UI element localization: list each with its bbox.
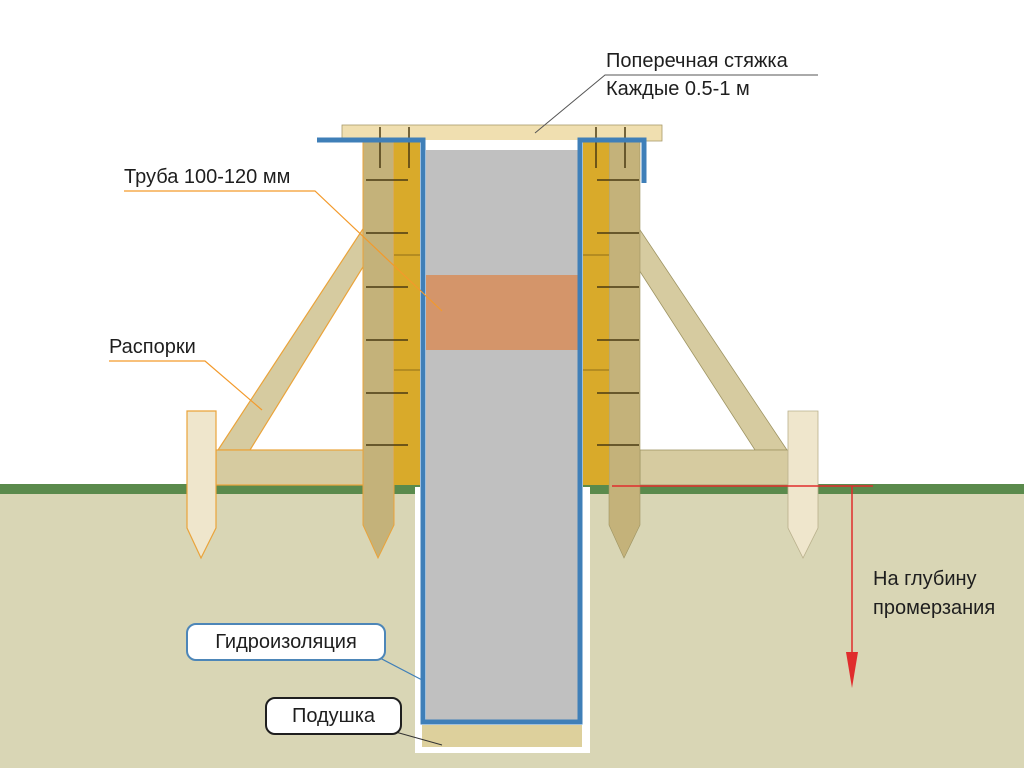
- freeze-depth-label: На глубину: [873, 568, 977, 590]
- struts-label: Распорки: [109, 336, 196, 358]
- cushion-label: Подушка: [265, 697, 402, 735]
- pipe-section: [426, 275, 578, 350]
- right-post: [608, 139, 641, 559]
- board-joints: [394, 254, 609, 371]
- left-brace: [215, 449, 367, 486]
- waterproofing-leader: [377, 656, 425, 682]
- right-stake: [787, 410, 819, 559]
- left-post: [362, 139, 395, 560]
- left-stake: [186, 410, 217, 560]
- struts-leader: [109, 360, 263, 411]
- right-formwork-board: [583, 140, 609, 485]
- cross-tie-leader: [534, 74, 818, 134]
- pipe-label: Труба 100-120 мм: [124, 166, 291, 188]
- left-formwork-board: [394, 140, 420, 485]
- cross-tie-label: Поперечная стяжка: [606, 50, 788, 72]
- depth-arrow-head: [846, 652, 858, 688]
- concrete-column: [426, 150, 578, 722]
- right-brace: [639, 449, 791, 486]
- cross-tie-spacing-label: Каждые 0.5-1 м: [606, 78, 750, 100]
- freeze-depth-label-line2: промерзания: [873, 597, 996, 619]
- cushion-layer: [422, 725, 582, 747]
- cushion-leader: [391, 730, 443, 746]
- pipe-leader: [124, 190, 443, 312]
- waterproofing-layer: [317, 137, 647, 725]
- waterproofing-label: Гидроизоляция: [186, 623, 386, 661]
- nails: [366, 127, 639, 446]
